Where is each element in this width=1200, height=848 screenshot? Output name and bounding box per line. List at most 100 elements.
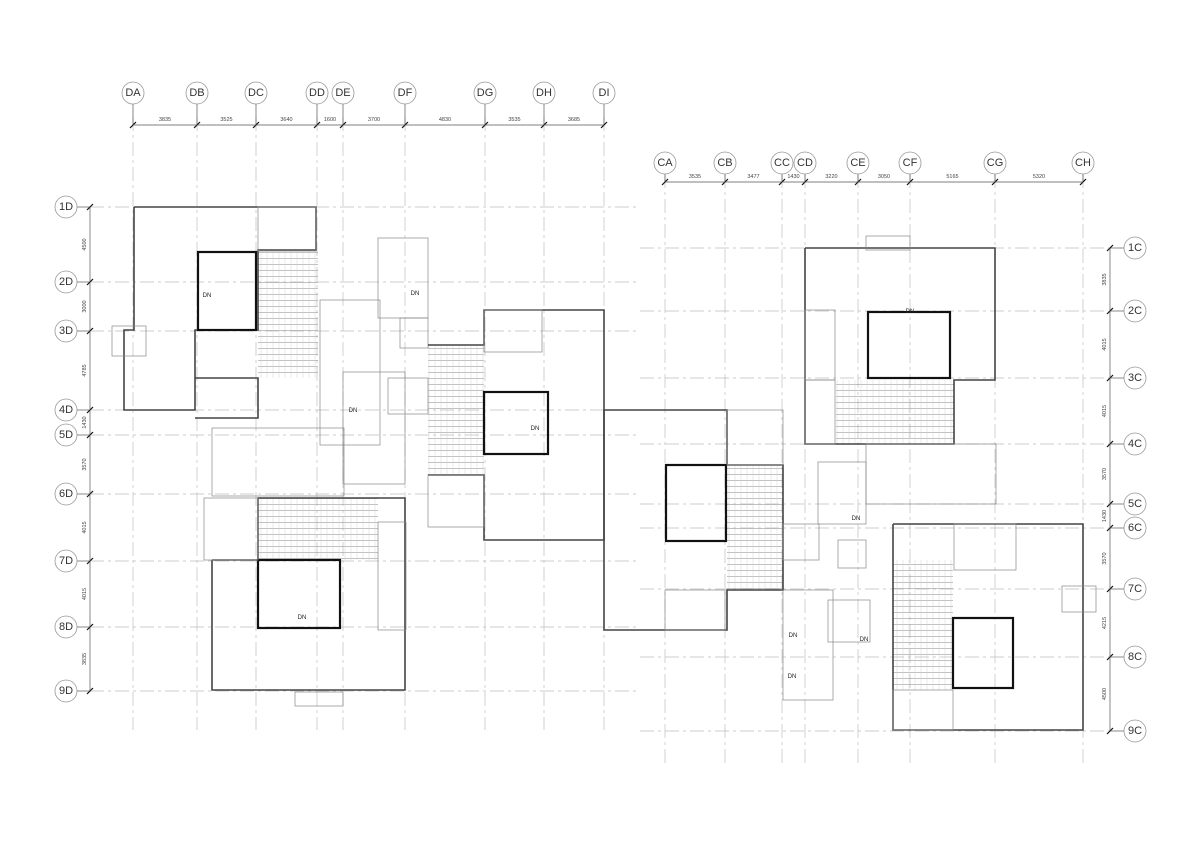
stair-dn-label: DN <box>906 309 915 315</box>
grid-label: CD <box>797 157 813 169</box>
grid-label: DB <box>189 87 204 99</box>
grid-bubble-CD <box>793 151 817 175</box>
grid-bubble-7C <box>1123 577 1147 601</box>
column-dimension-label: 1600 <box>324 117 336 123</box>
column-dimension-label: 3535 <box>508 117 520 123</box>
row-dimension-label: 3570 <box>1102 468 1108 480</box>
grid-label: 3C <box>1128 372 1142 384</box>
grid-label: DA <box>125 87 141 99</box>
grid-label: DD <box>309 87 325 99</box>
grid-label: CA <box>657 157 673 169</box>
grid-label: 3D <box>59 325 73 337</box>
grid-bubble-6C <box>1123 516 1147 540</box>
grid-bubble-2D <box>54 270 78 294</box>
row-dimension-label: 4215 <box>1102 617 1108 629</box>
grid-label: 8C <box>1128 651 1142 663</box>
column-dimension-label: 3835 <box>159 117 171 123</box>
stair-hatch <box>428 345 484 475</box>
grid-bubble-8D <box>54 615 78 639</box>
grid-bubble-DD <box>305 81 329 105</box>
grid-label: CG <box>987 157 1004 169</box>
stair-dn-label: DN <box>298 615 307 621</box>
stair-dn-label: DN <box>349 408 358 414</box>
grid-label: 9C <box>1128 725 1142 737</box>
column-dimension-label: 3050 <box>878 174 890 180</box>
column-dimension-label: 5165 <box>946 174 958 180</box>
row-dimension-label: 3570 <box>82 458 88 470</box>
column-dimension-label: 3640 <box>280 117 292 123</box>
column-dimension-label: 3525 <box>220 117 232 123</box>
stair-hatch <box>727 465 783 590</box>
grid-bubble-5C <box>1123 492 1147 516</box>
grid-bubble-DG <box>473 81 497 105</box>
row-dimension-label: 3835 <box>1102 273 1108 285</box>
grid-label: 7C <box>1128 583 1142 595</box>
column-dimension-label: 1430 <box>787 174 799 180</box>
row-dimension-label: 3000 <box>82 300 88 312</box>
row-dimension-label: 4015 <box>82 521 88 533</box>
grid-bubble-9C <box>1123 719 1147 743</box>
stair-dn-label: DN <box>852 516 861 522</box>
stair-hatch <box>258 498 378 560</box>
column-dimension-label: 3220 <box>825 174 837 180</box>
stair-hatch <box>893 560 953 690</box>
grid-bubble-DF <box>393 81 417 105</box>
grid-bubble-8C <box>1123 645 1147 669</box>
stair-hatch <box>258 250 318 378</box>
stair-dn-label: DN <box>411 291 420 297</box>
grid-label: 4C <box>1128 438 1142 450</box>
grid-label: DC <box>248 87 264 99</box>
row-dimension-label: 4015 <box>82 588 88 600</box>
column-dimension-label: 4830 <box>439 117 451 123</box>
stair-dn-label: DN <box>531 426 540 432</box>
stair-dn-label: DN <box>789 633 798 639</box>
grid-bubble-CB <box>713 151 737 175</box>
grid-label: DE <box>335 87 350 99</box>
grid-bubble-DA <box>121 81 145 105</box>
grid-label: 4D <box>59 404 73 416</box>
grid-bubble-DC <box>244 81 268 105</box>
column-dimension-label: 3685 <box>568 117 580 123</box>
grid-bubble-DI <box>592 81 616 105</box>
grid-bubble-CF <box>898 151 922 175</box>
row-dimension-label: 4015 <box>1102 338 1108 350</box>
column-dimension-label: 3477 <box>747 174 759 180</box>
grid-bubble-CG <box>983 151 1007 175</box>
grid-bubble-3D <box>54 319 78 343</box>
right-building-outline <box>603 235 1097 731</box>
column-dimension-label: 3700 <box>368 117 380 123</box>
grid-label: CC <box>774 157 790 169</box>
column-dimension-label: 3535 <box>689 174 701 180</box>
grid-label: DH <box>536 87 552 99</box>
column-dimension-label: 5320 <box>1033 174 1045 180</box>
grid-label: 7D <box>59 555 73 567</box>
grid-bubble-4D <box>54 398 78 422</box>
grid-label: 5D <box>59 429 73 441</box>
stair-hatch <box>836 380 954 444</box>
grid-bubble-2C <box>1123 299 1147 323</box>
grid-label: CH <box>1075 157 1091 169</box>
grid-bubble-4C <box>1123 432 1147 456</box>
grid-bubble-5D <box>54 423 78 447</box>
stair-dn-label: DN <box>860 637 869 643</box>
grid-bubble-3C <box>1123 366 1147 390</box>
left-building-outline <box>111 206 605 707</box>
grid-label: 2D <box>59 276 73 288</box>
grid-bubble-1C <box>1123 236 1147 260</box>
grid-label: CE <box>850 157 865 169</box>
grid-bubble-9D <box>54 679 78 703</box>
grid-bubble-CE <box>846 151 870 175</box>
grid-label: 6C <box>1128 522 1142 534</box>
grid-label: 5C <box>1128 498 1142 510</box>
grid-label: 1C <box>1128 242 1142 254</box>
grid-bubble-CH <box>1071 151 1095 175</box>
grid-label: 1D <box>59 201 73 213</box>
grid-bubble-DE <box>331 81 355 105</box>
grid-bubble-CA <box>653 151 677 175</box>
grid-bubble-DH <box>532 81 556 105</box>
row-dimension-label: 4500 <box>1102 688 1108 700</box>
grid-label: 9D <box>59 685 73 697</box>
